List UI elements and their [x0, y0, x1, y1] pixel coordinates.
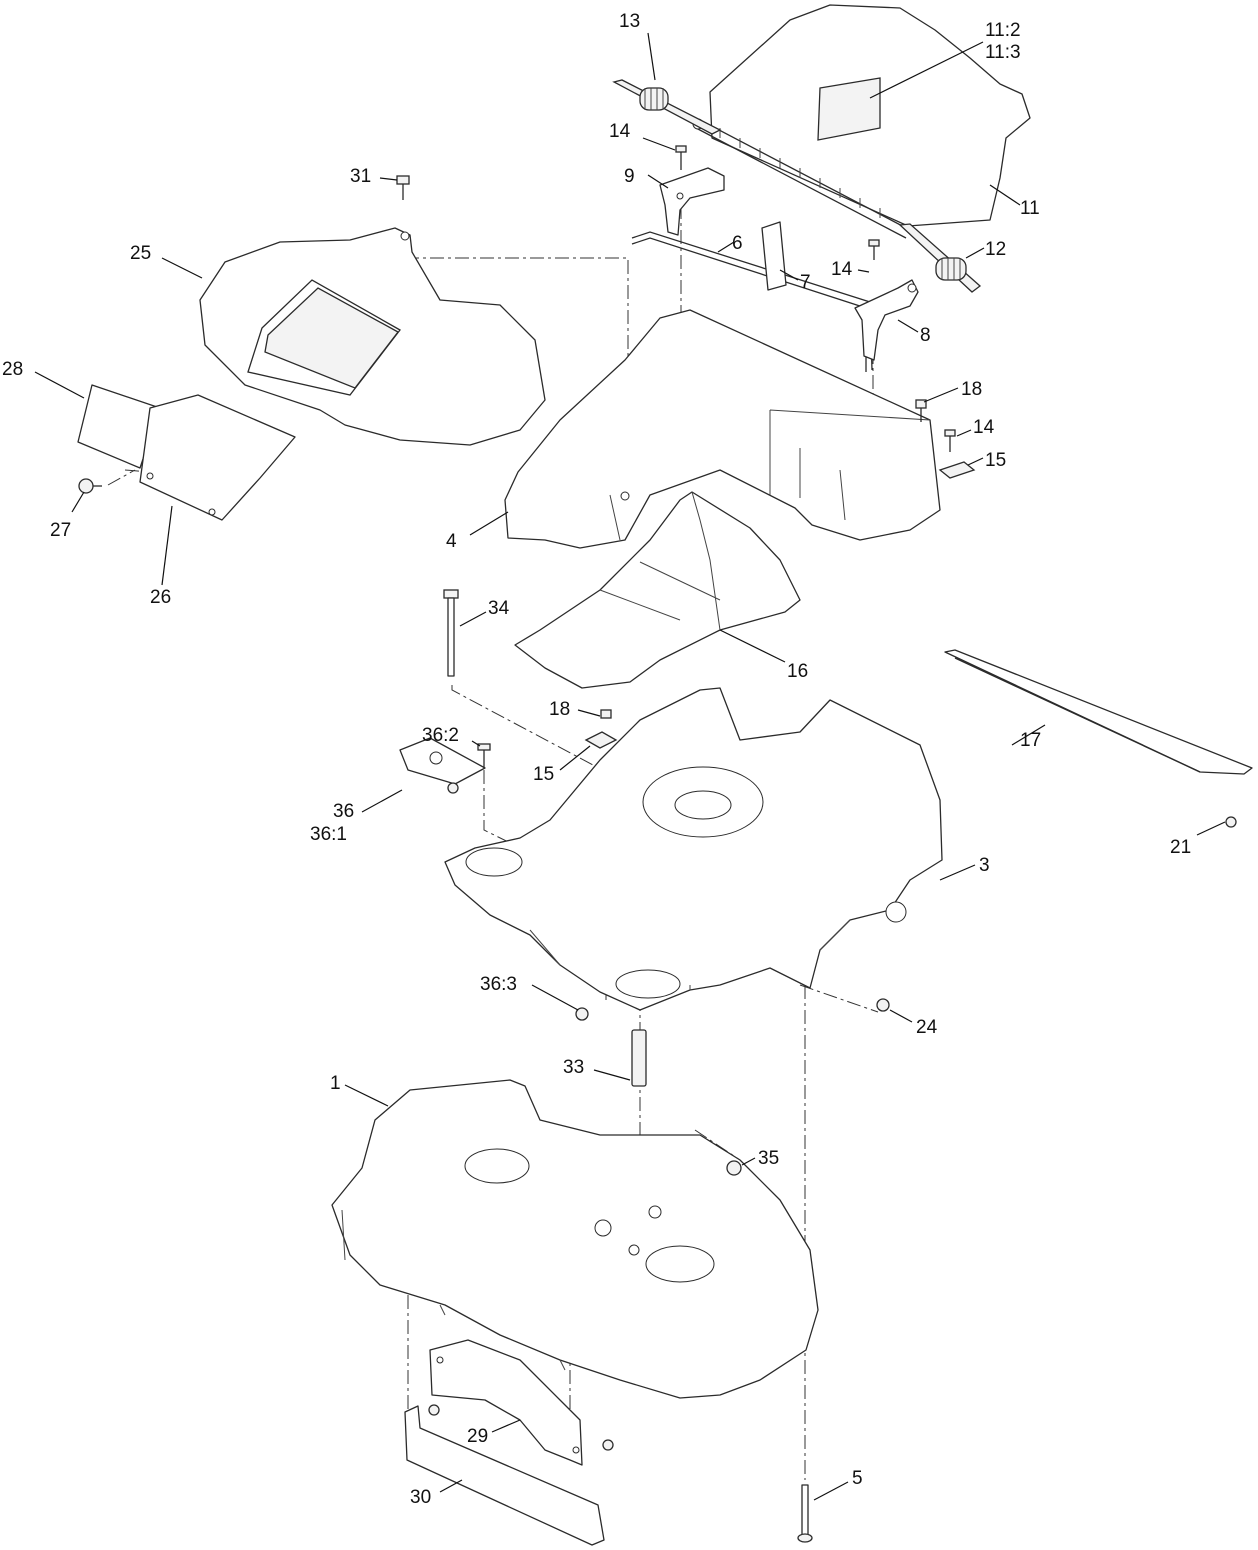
- part-31-bolt: [396, 175, 410, 200]
- callout-36-1: 36:1: [310, 824, 347, 845]
- callout-14-right: 14: [973, 417, 995, 438]
- part-36-2-bolt: [477, 743, 491, 768]
- leader-lines: [34, 32, 1226, 1501]
- part-14-bolts: [675, 145, 956, 452]
- part-30-bracket: [404, 1404, 614, 1546]
- callout-11-3: 11:3: [985, 42, 1021, 63]
- callout-7: 7: [800, 272, 811, 293]
- callout-36-2: 36:2: [422, 725, 459, 746]
- part-11-flap: [692, 4, 1031, 239]
- callout-14-top: 14: [609, 121, 631, 142]
- callout-12: 12: [985, 239, 1006, 260]
- part-24-nut: [876, 998, 890, 1012]
- part-4-housing: [504, 309, 941, 549]
- callout-27: 27: [50, 520, 71, 541]
- callout-labels: 13 11:2 11:3 14 31 9 11 25 6 12 14 7 8 2…: [2, 11, 1191, 1508]
- callout-8: 8: [920, 325, 931, 346]
- part-18-bolt-upper: [915, 399, 927, 422]
- part-15-plate-lower: [584, 731, 618, 749]
- callout-13: 13: [619, 11, 640, 32]
- callout-21: 21: [1170, 837, 1191, 858]
- callout-24: 24: [916, 1017, 938, 1038]
- callout-4: 4: [446, 531, 457, 552]
- part-5-bolt: [797, 1484, 813, 1543]
- callout-9: 9: [624, 166, 635, 187]
- callout-1: 1: [330, 1073, 341, 1094]
- callout-11: 11: [1020, 198, 1040, 219]
- callout-15-upper: 15: [985, 450, 1006, 471]
- callout-16: 16: [787, 661, 808, 682]
- callout-11-2: 11:2: [985, 20, 1021, 41]
- part-1-deck: [331, 1079, 819, 1399]
- callout-36-3: 36:3: [480, 974, 517, 995]
- part-25-cover: [199, 227, 546, 446]
- callout-29: 29: [467, 1426, 488, 1447]
- part-9-bracket: [659, 167, 725, 236]
- callout-34: 34: [488, 598, 510, 619]
- callout-14-mid: 14: [831, 259, 853, 280]
- part-28-decal: [77, 384, 161, 469]
- callout-36: 36: [333, 801, 354, 822]
- callout-5: 5: [852, 1468, 863, 1489]
- callout-6: 6: [732, 233, 743, 254]
- callout-33: 33: [563, 1057, 584, 1078]
- callout-31: 31: [350, 166, 371, 187]
- part-36-bracket: [399, 737, 486, 794]
- callout-26: 26: [150, 587, 171, 608]
- part-17-rail: [944, 649, 1253, 775]
- part-16-chute: [514, 491, 801, 689]
- part-18-bolt-lower: [600, 709, 612, 719]
- part-35-nut: [726, 1160, 742, 1176]
- part-3-frame: [444, 687, 943, 1011]
- part-8-bracket: [854, 279, 919, 361]
- callout-15-lower: 15: [533, 764, 554, 785]
- part-7-handle: [761, 221, 787, 291]
- callout-30: 30: [410, 1487, 431, 1508]
- callout-17: 17: [1020, 730, 1041, 751]
- callout-25: 25: [130, 243, 151, 264]
- part-36-3-nut: [575, 1007, 589, 1021]
- callout-3: 3: [979, 855, 990, 876]
- part-12-spring: [898, 223, 982, 293]
- part-26-plate: [139, 394, 296, 521]
- callout-18-lower: 18: [549, 699, 570, 720]
- part-33-spacer: [631, 1029, 647, 1087]
- part-27-bolt: [78, 478, 102, 494]
- part-29-shield: [429, 1339, 583, 1466]
- part-15-plate-upper: [938, 461, 976, 479]
- callout-28: 28: [2, 359, 23, 380]
- part-34-bolt: [443, 589, 459, 677]
- part-13-spring: [612, 79, 722, 135]
- callout-18-upper: 18: [961, 379, 982, 400]
- callout-35: 35: [758, 1148, 779, 1169]
- part-21-screw: [1225, 816, 1237, 828]
